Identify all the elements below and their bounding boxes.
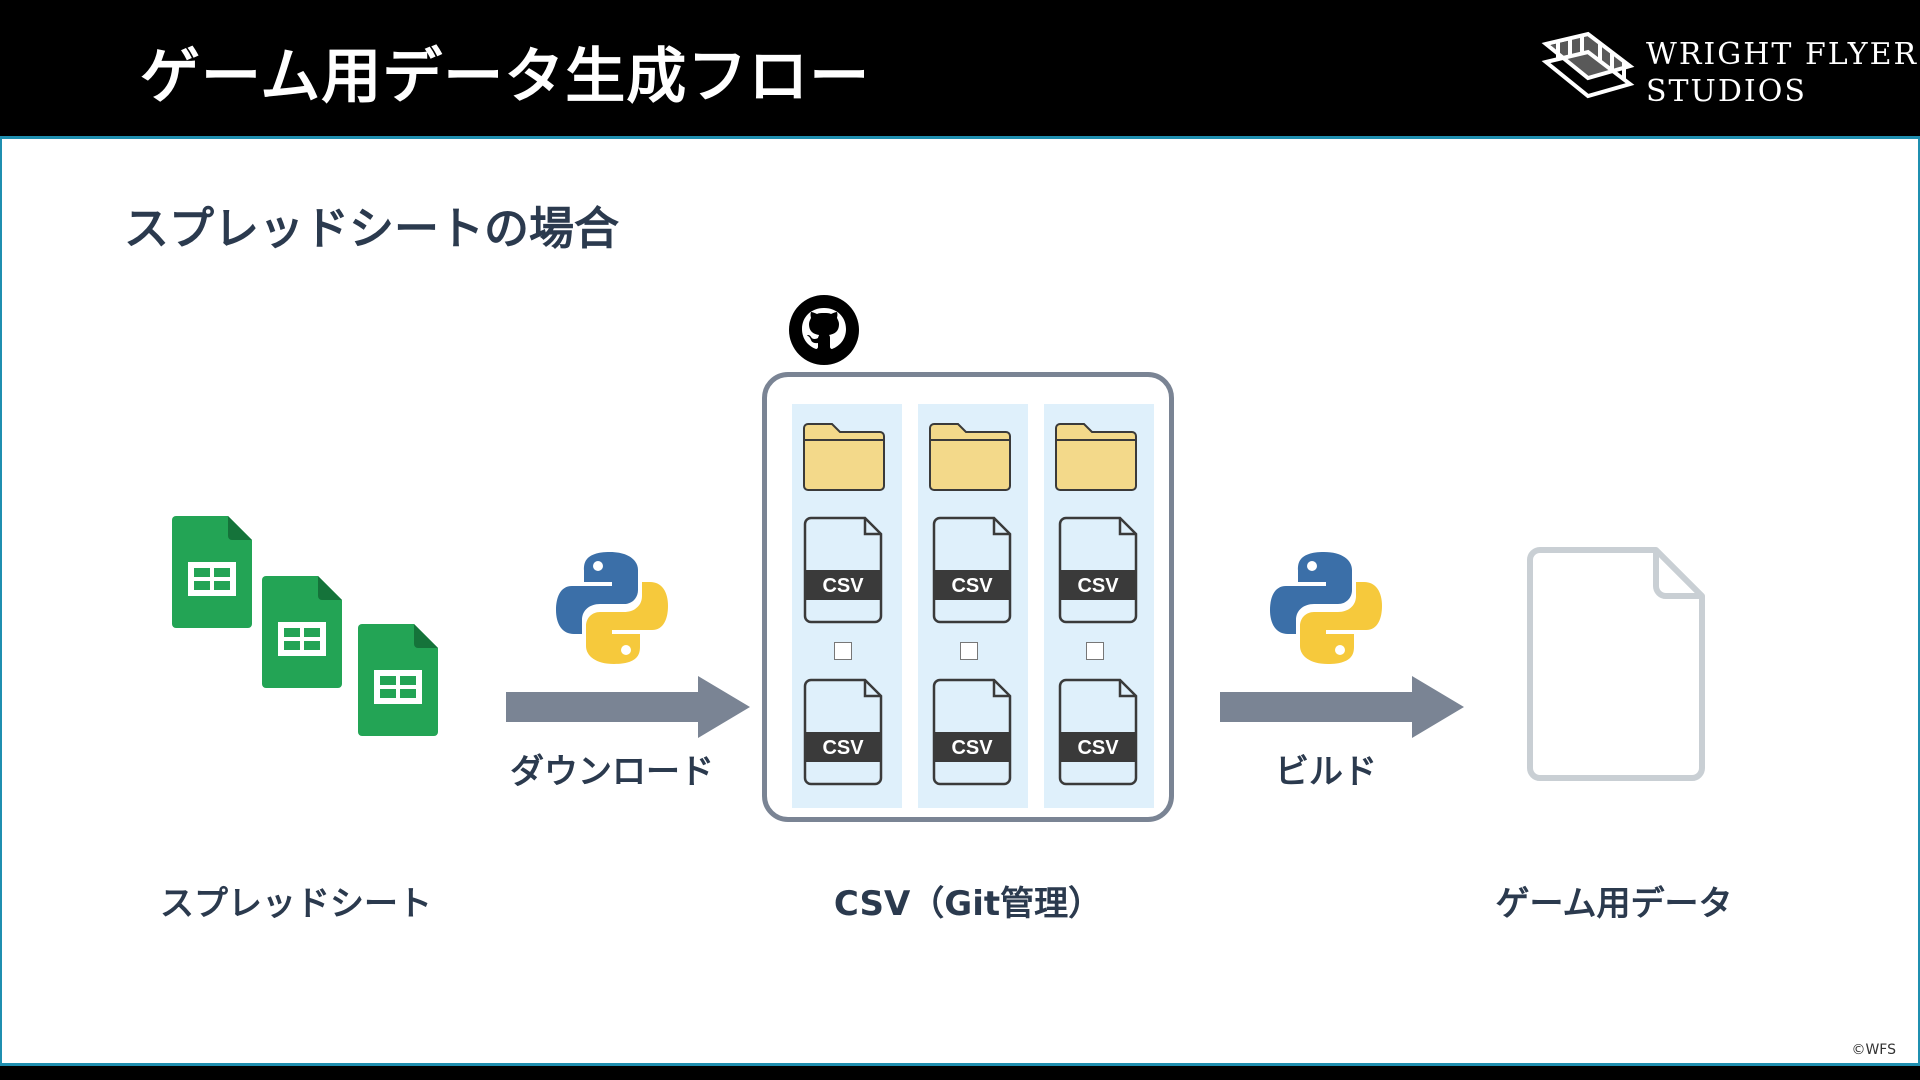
csv-file-label: CSV [951, 575, 993, 597]
download-arrow [506, 676, 750, 738]
copyright-text: ©WFS [1851, 1042, 1896, 1058]
folder-icon [1055, 423, 1137, 491]
build-label: ビルド [1275, 752, 1377, 792]
footer-bar [0, 1066, 1920, 1080]
csv-file-icon: CSV [803, 678, 883, 786]
download-label: ダウンロード [510, 752, 714, 792]
csv-file-label: CSV [1077, 737, 1119, 759]
csv-file-icon: CSV [932, 516, 1012, 624]
folder-icon [929, 423, 1011, 491]
file-separator-icon [1086, 642, 1104, 660]
file-separator-icon [834, 642, 852, 660]
header-bar [0, 0, 1920, 136]
logo-text-line1: WRIGHT FLYER [1646, 37, 1919, 72]
logo-text-line2: STUDIOS [1646, 74, 1807, 109]
google-sheets-icon [172, 516, 438, 736]
step2-caption: CSV（Git管理） [833, 884, 1103, 924]
step3-caption: ゲーム用データ [1495, 884, 1733, 924]
company-logo: WRIGHT FLYER STUDIOS [1538, 28, 1916, 110]
csv-file-label: CSV [822, 737, 864, 759]
folder-icon [803, 423, 885, 491]
file-separator-icon [960, 642, 978, 660]
csv-file-label: CSV [951, 737, 993, 759]
csv-file-label: CSV [1077, 575, 1119, 597]
section-title: スプレッドシートの場合 [124, 202, 620, 255]
csv-file-icon: CSV [1058, 516, 1138, 624]
csv-file-icon: CSV [1058, 678, 1138, 786]
github-icon [789, 295, 859, 365]
footer-divider [0, 1063, 1920, 1066]
csv-file-icon: CSV [932, 678, 1012, 786]
header-divider [0, 136, 1920, 139]
step1-caption: スプレッドシート [160, 884, 432, 924]
csv-file-icon: CSV [803, 516, 883, 624]
python-icon [556, 552, 668, 664]
page-title: ゲーム用データ生成フロー [140, 42, 871, 112]
slide-frame-left [0, 139, 2, 1063]
blank-document-icon [1527, 547, 1705, 781]
slide-frame-right [1918, 139, 1920, 1063]
python-icon [1270, 552, 1382, 664]
wright-flyer-logo-icon [1541, 31, 1635, 99]
build-arrow [1220, 676, 1464, 738]
csv-file-label: CSV [822, 575, 864, 597]
logo-text: WRIGHT FLYER STUDIOS [1646, 36, 1918, 110]
